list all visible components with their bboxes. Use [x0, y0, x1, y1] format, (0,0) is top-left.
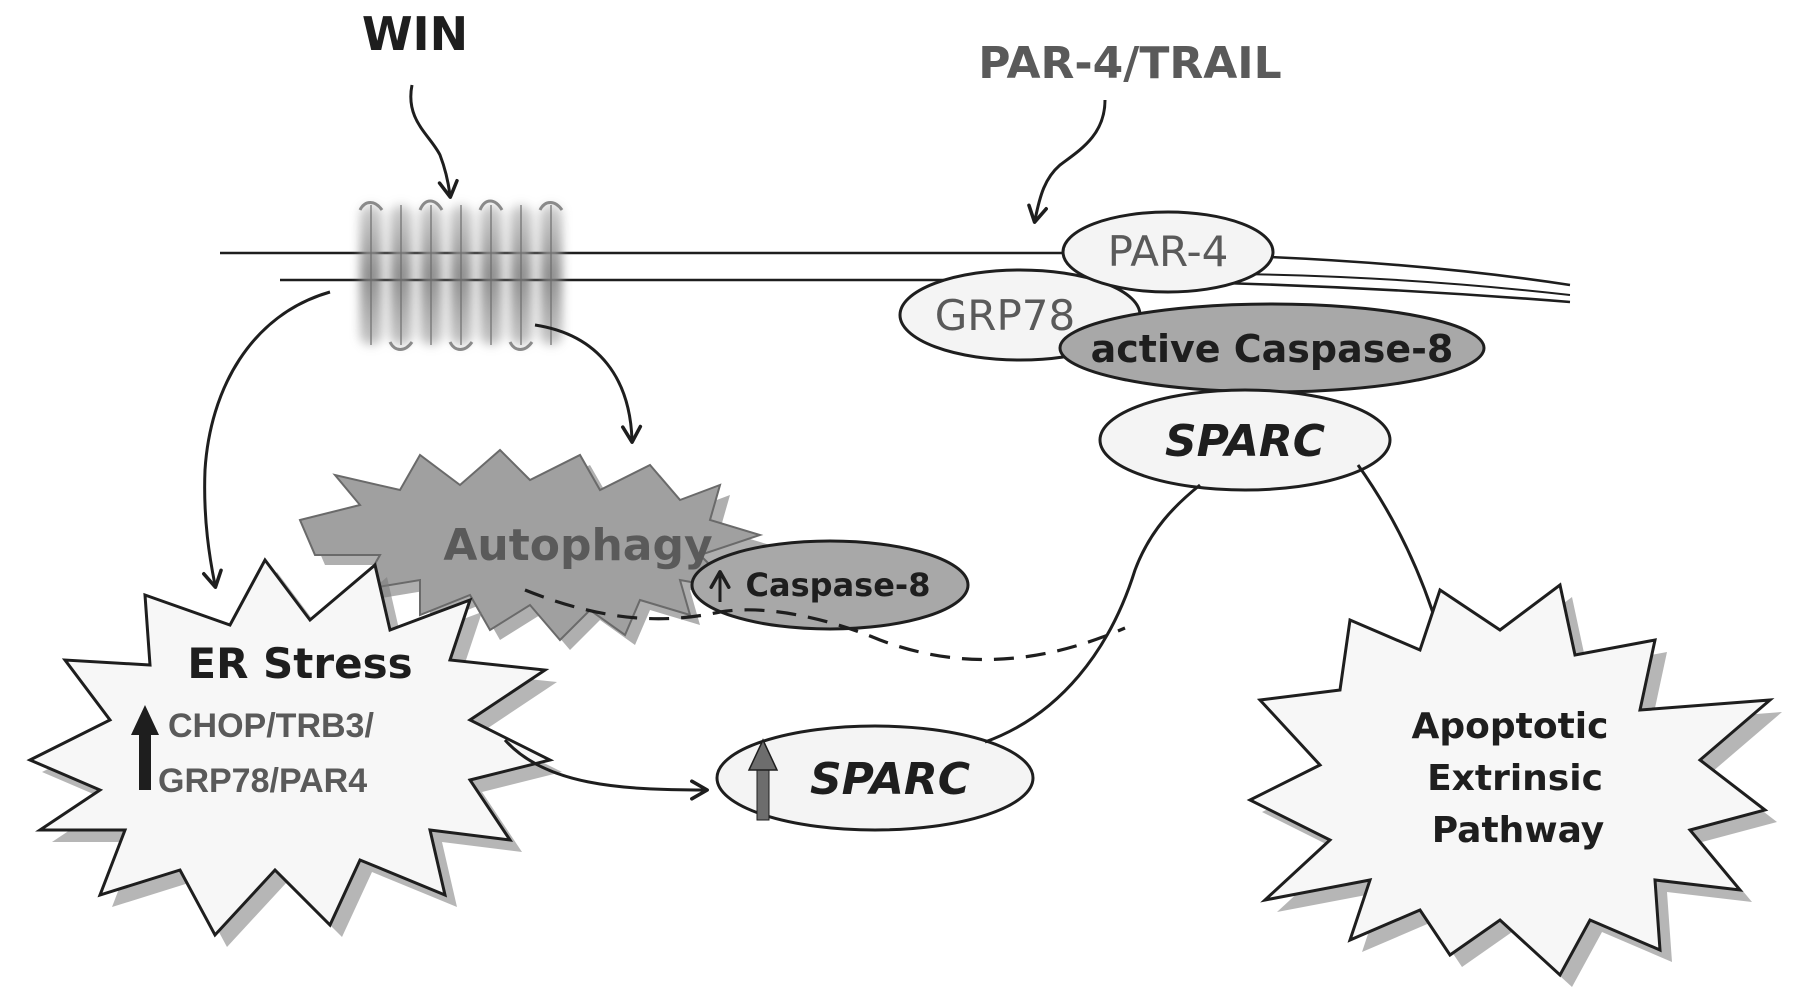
er-stress-burst: ER Stress CHOP/TRB3/ GRP78/PAR4 — [26, 557, 562, 947]
active-caspase8-label: active Caspase-8 — [1091, 327, 1454, 371]
apoptotic-line3: Pathway — [1432, 810, 1604, 851]
dashed-link — [524, 588, 1126, 662]
er-stress-to-sparc-arrow — [503, 739, 709, 801]
sparc-top-label: SPARC — [1165, 416, 1325, 467]
apoptotic-line1: Apoptotic — [1412, 706, 1609, 747]
win-arrow — [409, 84, 459, 199]
receptor-icon — [358, 199, 564, 351]
par4-trail-label: PAR-4/TRAIL — [978, 38, 1281, 89]
sparc-bottom-node — [715, 724, 1035, 832]
sparc-top-node — [1098, 388, 1392, 492]
er-stress-title: ER Stress — [187, 639, 412, 688]
sparc-link-line — [984, 483, 1201, 744]
caspase8-label: Caspase-8 — [746, 566, 931, 604]
win-label: WIN — [362, 7, 468, 61]
grp78-label: GRP78 — [935, 291, 1076, 340]
apoptotic-burst: Apoptotic Extrinsic Pathway — [1246, 582, 1782, 987]
par4-trail-arrow — [1027, 99, 1107, 224]
er-stress-line1: CHOP/TRB3/ — [168, 707, 374, 745]
caspase8-node — [690, 539, 970, 631]
sparc-up-arrow-icon — [756, 764, 770, 821]
par4-node — [1061, 210, 1275, 294]
autophagy-label: Autophagy — [443, 520, 712, 571]
membrane-complex: GRP78 PAR-4 active Caspase-8 — [898, 210, 1486, 394]
receptor-to-er-stress-arrow — [202, 290, 331, 589]
par4-label: PAR-4 — [1108, 227, 1229, 276]
receptor-to-autophagy-arrow — [534, 323, 643, 444]
er-stress-line2: GRP78/PAR4 — [158, 762, 367, 800]
sparc-bottom-label: SPARC — [810, 754, 970, 805]
apoptotic-line2: Extrinsic — [1427, 758, 1603, 799]
er-stress-up-arrow-icon — [139, 730, 151, 790]
